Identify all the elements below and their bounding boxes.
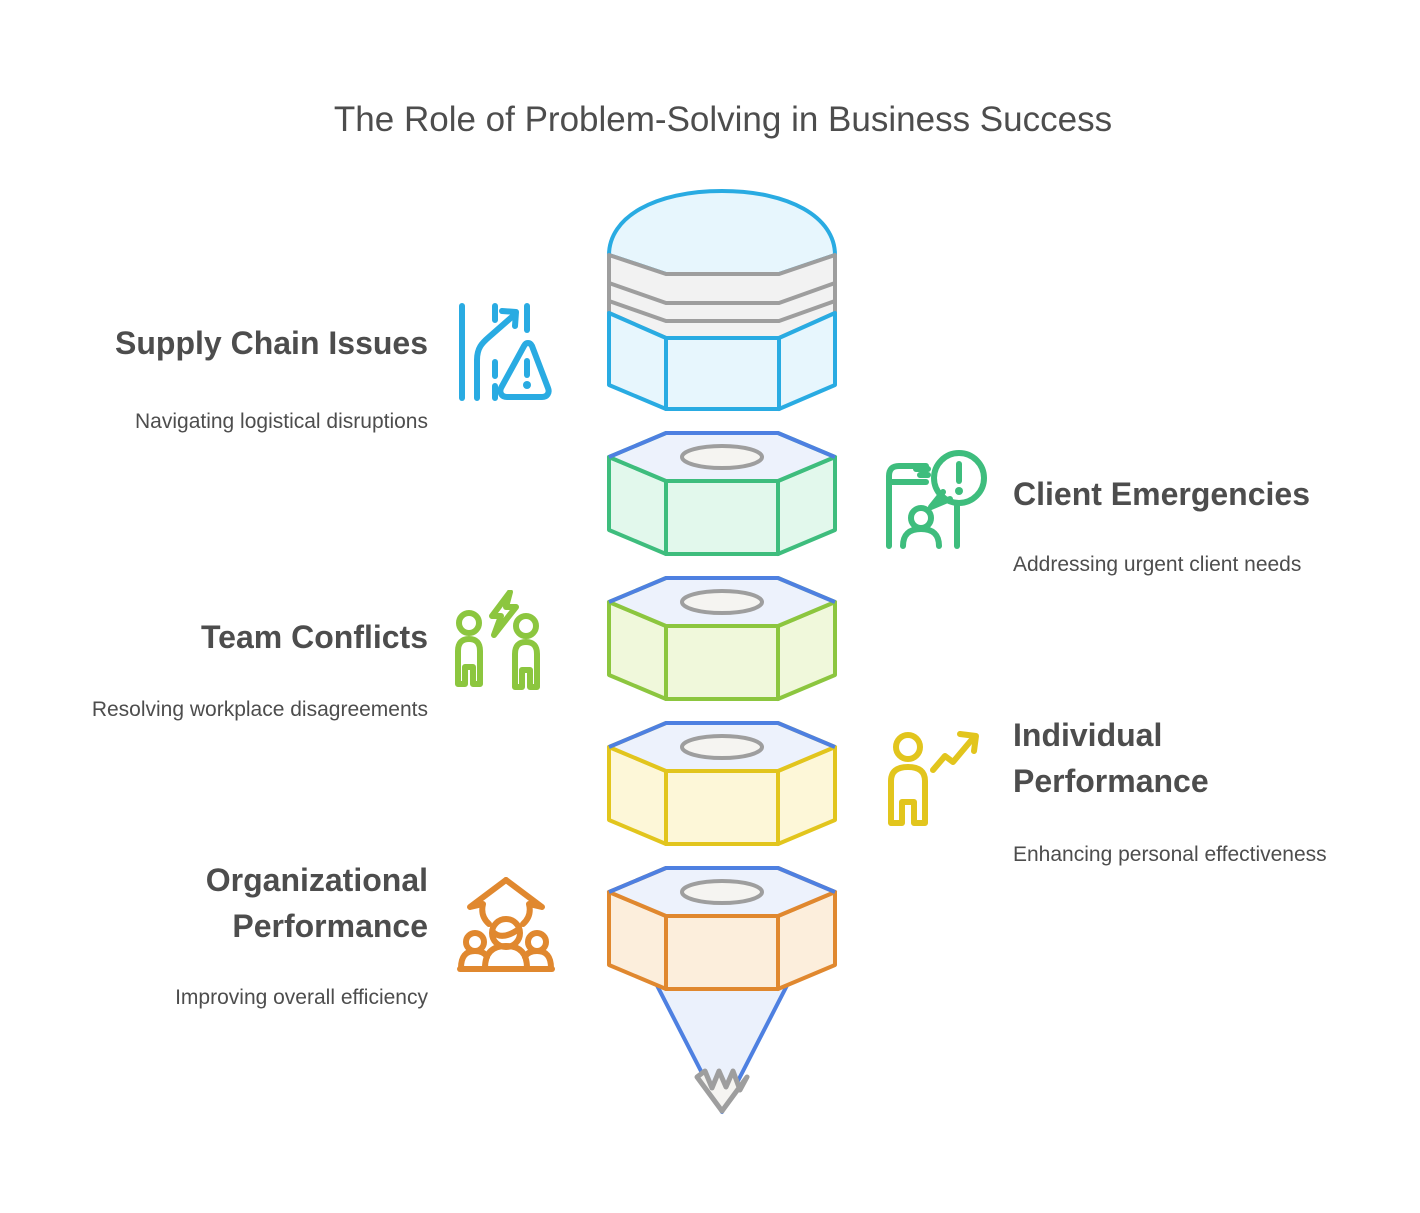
item-title-team-conflicts: Team Conflicts: [201, 619, 428, 655]
funnel-tip: [694, 1068, 750, 1114]
item-title-individual-performance: Individual Performance: [1013, 717, 1209, 799]
hole-ellipse: [680, 734, 764, 760]
item-subtitle-organizational-performance: Improving overall efficiency: [175, 986, 428, 1009]
road-warning-icon: [455, 300, 555, 402]
phone-alert-icon: [882, 448, 987, 550]
people-conflict-icon: [452, 590, 554, 692]
item-title-organizational-performance: Organizational Performance: [205, 862, 428, 944]
hole-ellipse: [680, 444, 764, 470]
item-subtitle-supply-chain: Navigating logistical disruptions: [135, 410, 428, 433]
funnel-layer-orange: [607, 866, 837, 991]
funnel-cap: [607, 189, 837, 411]
item-subtitle-individual-performance: Enhancing personal effectiveness: [1013, 843, 1327, 866]
item-title-client-emergencies: Client Emergencies: [1013, 476, 1310, 512]
hole-ellipse: [680, 879, 764, 905]
cap-dome: [607, 189, 837, 276]
group-growth-arrow-icon: [456, 876, 556, 984]
item-subtitle-client-emergencies: Addressing urgent client needs: [1013, 553, 1302, 576]
person-growth-icon: [882, 726, 988, 836]
item-title-supply-chain: Supply Chain Issues: [115, 325, 428, 361]
funnel-layer-green: [607, 431, 837, 556]
item-subtitle-team-conflicts: Resolving workplace disagreements: [91, 698, 428, 721]
funnel-layer-yellow: [607, 721, 837, 846]
page-title: The Role of Problem-Solving in Business …: [333, 100, 1113, 139]
hole-ellipse: [680, 589, 764, 615]
funnel-stack: [607, 189, 837, 1114]
funnel-layer-lime: [607, 576, 837, 701]
